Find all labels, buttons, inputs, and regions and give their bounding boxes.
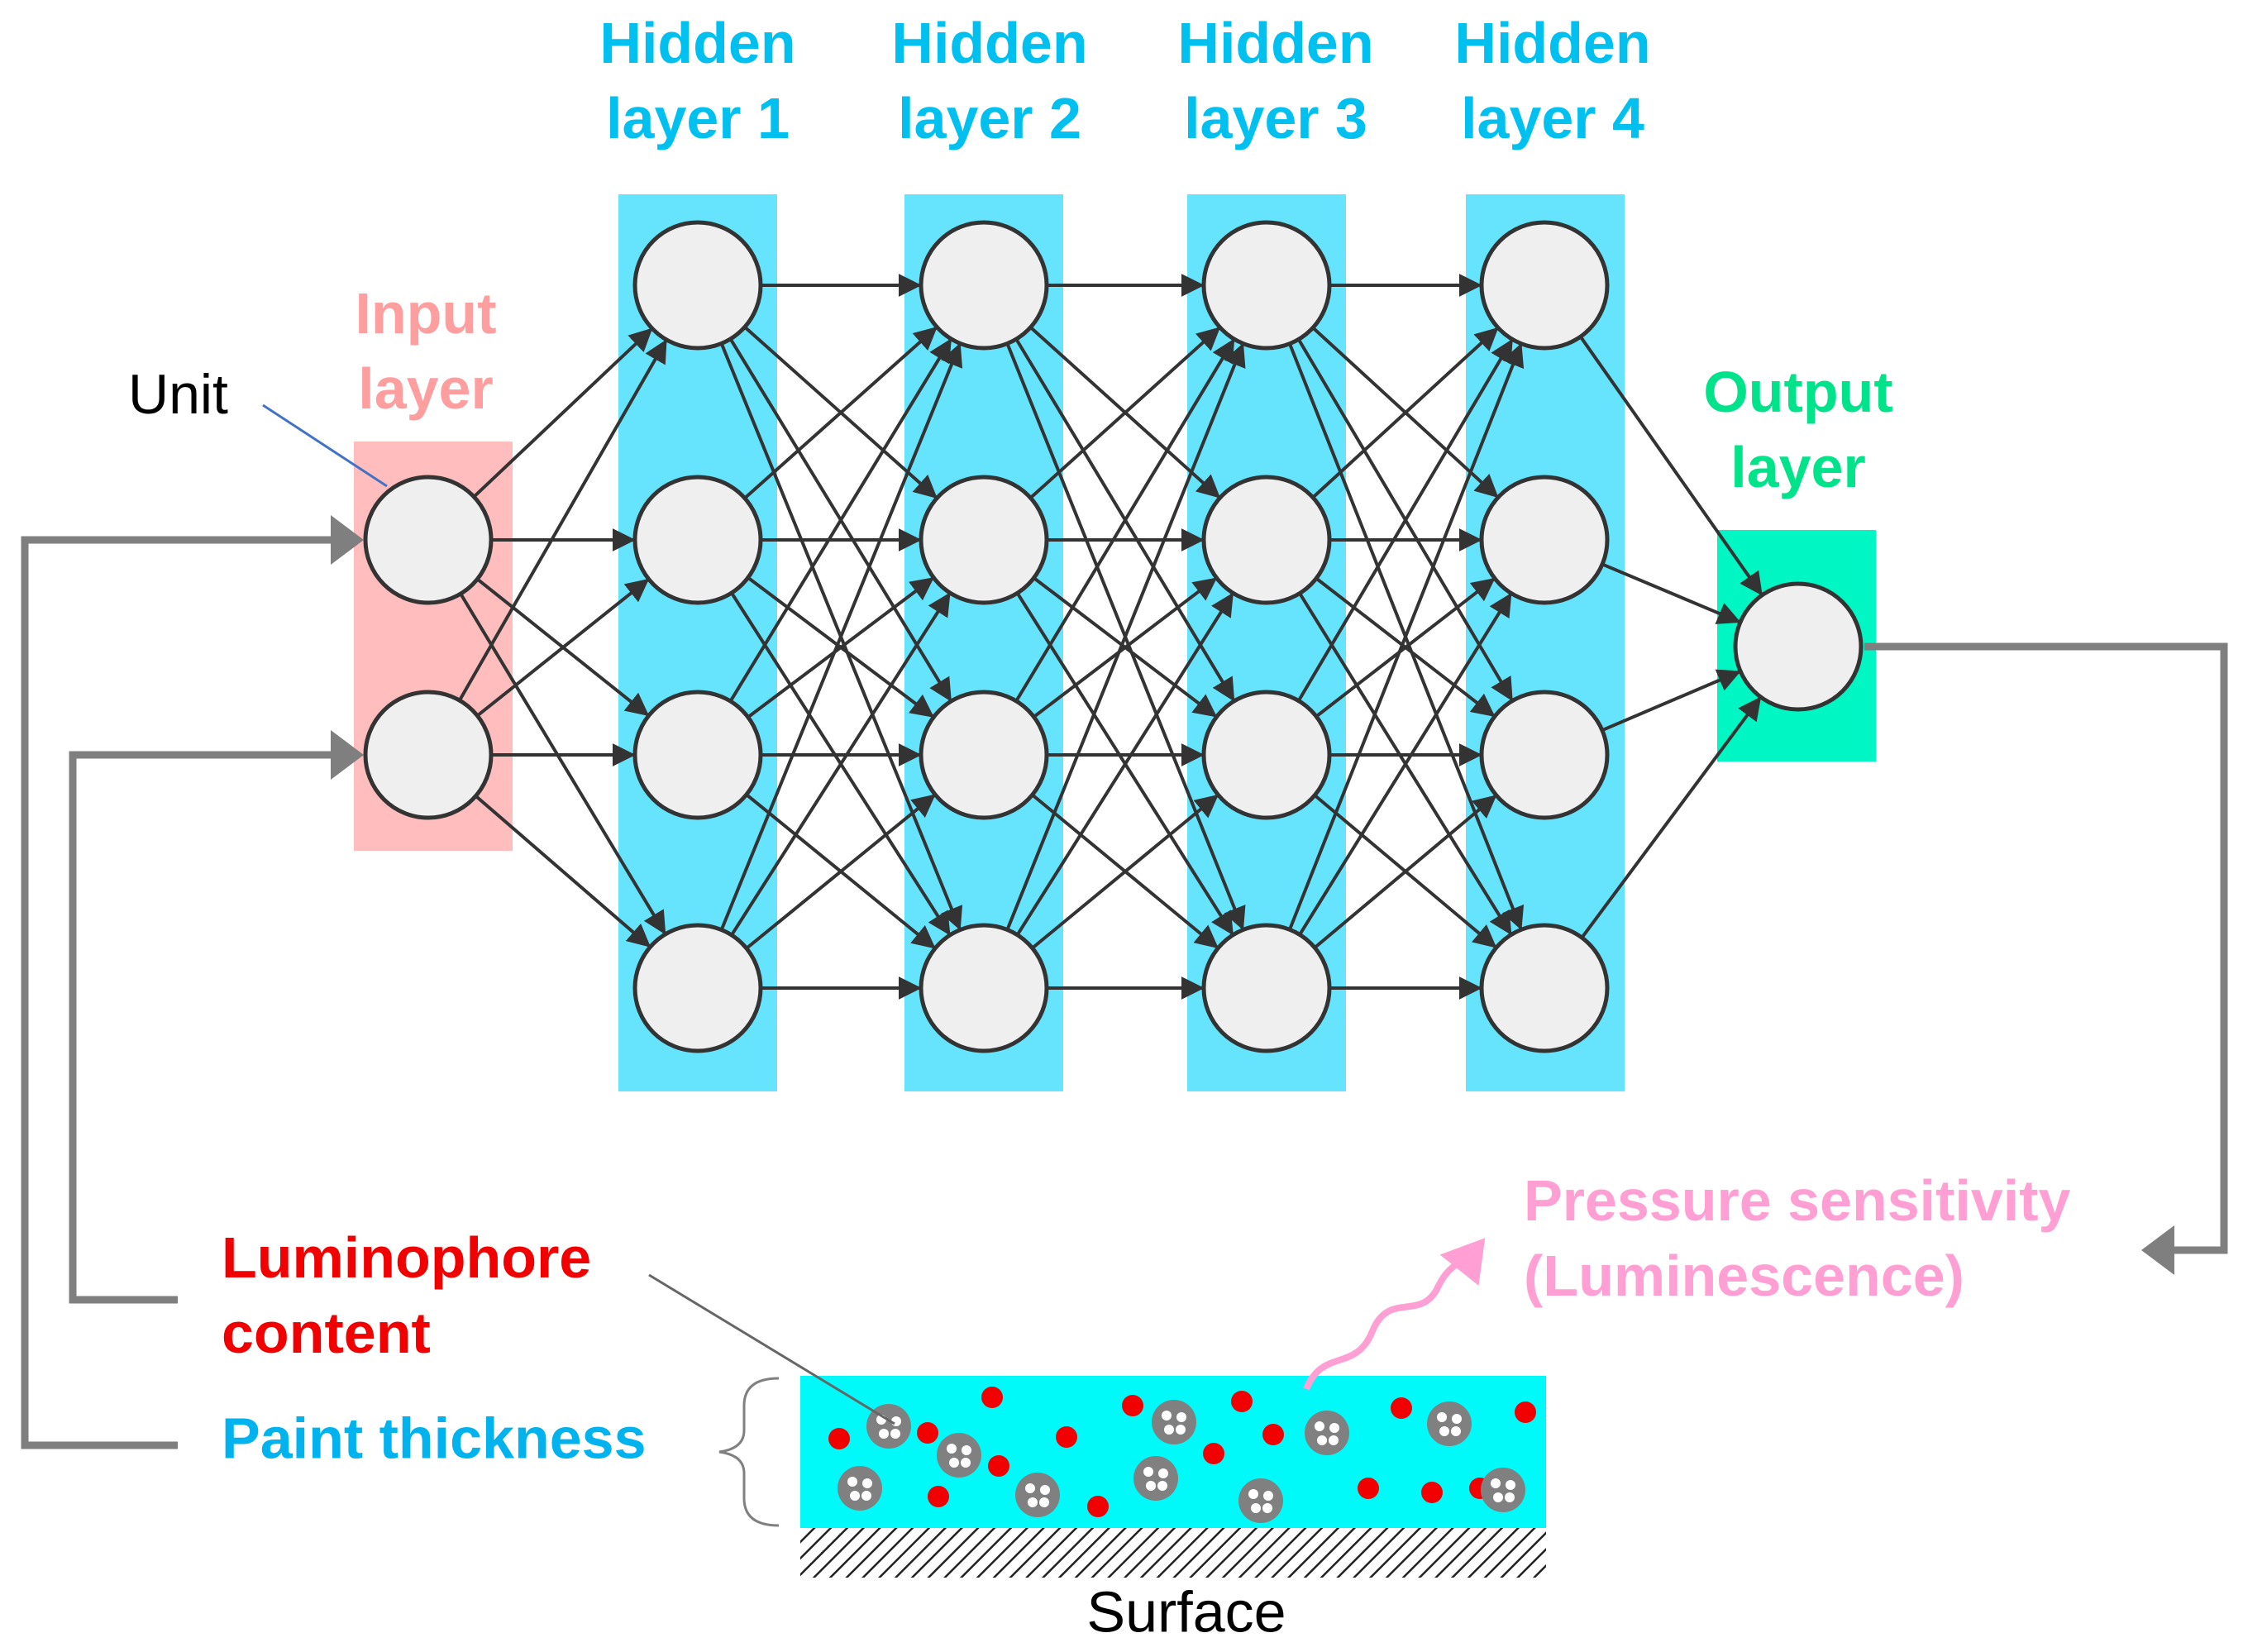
unit-label: Unit bbox=[128, 363, 228, 426]
connection-arrow bbox=[728, 338, 952, 703]
luminescence-wave-arrow bbox=[1303, 1238, 1486, 1391]
connection-arrow bbox=[1015, 592, 1234, 936]
hidden1-unit bbox=[632, 220, 763, 351]
pigment-particle bbox=[1427, 1401, 1472, 1446]
pigment-particle bbox=[1305, 1411, 1349, 1455]
luminophore-dot bbox=[1421, 1482, 1443, 1503]
hidden4-unit bbox=[1479, 220, 1610, 351]
connection-arrow bbox=[747, 577, 934, 719]
surface-label: Surface bbox=[1086, 1579, 1286, 1644]
connection-arrow bbox=[1005, 342, 1246, 931]
surface-hatch bbox=[800, 1528, 1546, 1578]
connection-arrow bbox=[745, 794, 936, 950]
hidden2-unit bbox=[919, 220, 1049, 351]
connection-arrow bbox=[719, 342, 963, 931]
hidden1-unit bbox=[632, 690, 763, 820]
connection-arrow bbox=[1031, 794, 1219, 950]
luminophore-dot bbox=[828, 1428, 850, 1449]
pigment-particle bbox=[1015, 1473, 1060, 1517]
luminophore-to-input-line bbox=[69, 751, 339, 1304]
luminophore-dot bbox=[1358, 1478, 1379, 1499]
luminophore-dot bbox=[1515, 1401, 1536, 1423]
pigment-particle bbox=[937, 1433, 981, 1478]
connection-arrow bbox=[730, 592, 951, 937]
hidden2-unit bbox=[919, 690, 1049, 820]
input-unit bbox=[363, 690, 494, 820]
paint-thickness-label: Paint thickness bbox=[222, 1406, 647, 1470]
hidden3-unit bbox=[1201, 475, 1332, 605]
hidden1-unit bbox=[632, 923, 763, 1053]
luminophore-pointer-line bbox=[648, 1273, 895, 1425]
connection-arrow bbox=[475, 795, 651, 948]
network-connections bbox=[458, 274, 1763, 1000]
connection-arrow bbox=[472, 327, 653, 499]
connection-arrow bbox=[1298, 592, 1512, 936]
hidden4-unit bbox=[1479, 690, 1610, 820]
arrow-head-icon bbox=[331, 730, 364, 780]
hidden4-unit bbox=[1479, 923, 1610, 1053]
arrow-head-icon bbox=[2141, 1225, 2174, 1275]
connection-arrow bbox=[1033, 577, 1218, 719]
hidden2-unit bbox=[919, 475, 1049, 605]
pigment-particle bbox=[1133, 1456, 1178, 1501]
pigment-particle bbox=[838, 1466, 882, 1511]
connection-arrow bbox=[1029, 327, 1221, 499]
output-unit bbox=[1733, 581, 1864, 712]
thickness-to-input-line bbox=[21, 536, 339, 1449]
paint-layer bbox=[800, 1376, 1546, 1528]
luminophore-dot bbox=[1203, 1443, 1224, 1464]
connection-arrow bbox=[1313, 795, 1497, 949]
luminophore-dot bbox=[928, 1486, 949, 1507]
pigment-particle bbox=[1152, 1400, 1196, 1444]
luminophore-dot bbox=[1122, 1395, 1143, 1416]
hidden3-unit bbox=[1201, 923, 1332, 1053]
connection-arrow bbox=[1580, 696, 1762, 939]
luminophore-dot bbox=[981, 1387, 1003, 1408]
connection-arrow bbox=[1288, 342, 1525, 931]
arrow-head-icon bbox=[331, 515, 364, 565]
connection-arrow bbox=[1296, 338, 1514, 702]
luminophore-dot bbox=[1391, 1397, 1412, 1419]
hidden2-unit bbox=[919, 923, 1049, 1053]
input-unit bbox=[363, 475, 494, 605]
hidden1-unit bbox=[632, 475, 763, 605]
luminophore-dot bbox=[1087, 1496, 1109, 1517]
connection-arrow bbox=[1601, 669, 1741, 733]
connection-arrow bbox=[476, 578, 650, 718]
connection-arrow bbox=[458, 339, 667, 702]
luminophore-dot bbox=[988, 1455, 1009, 1477]
connection-arrow bbox=[1601, 562, 1741, 624]
connection-arrow bbox=[743, 327, 938, 499]
output-to-sensitivity-line bbox=[1864, 642, 2228, 1254]
hidden4-unit bbox=[1479, 475, 1610, 605]
pressure-sensitivity-label: Pressure sensitivity(Luminescence) bbox=[1524, 1168, 2071, 1308]
hidden3-unit bbox=[1201, 220, 1332, 351]
connection-arrow bbox=[459, 593, 666, 935]
luminophore-dot bbox=[1262, 1424, 1284, 1445]
thickness-brace bbox=[718, 1377, 780, 1527]
pigment-particle bbox=[1481, 1468, 1525, 1512]
pigment-particle bbox=[1238, 1478, 1283, 1523]
luminophore-dot bbox=[1056, 1426, 1077, 1448]
luminophore-dot bbox=[917, 1422, 938, 1444]
connection-arrow bbox=[1014, 338, 1235, 702]
network-units bbox=[363, 220, 1864, 1053]
luminophore-dot bbox=[1231, 1391, 1253, 1412]
hidden3-unit bbox=[1201, 690, 1332, 820]
connection-arrow bbox=[1579, 336, 1763, 596]
connection-arrow bbox=[1315, 578, 1496, 719]
connection-arrow bbox=[1311, 327, 1499, 499]
unit-pointer-line bbox=[262, 403, 388, 488]
paint-particles bbox=[828, 1387, 1536, 1523]
